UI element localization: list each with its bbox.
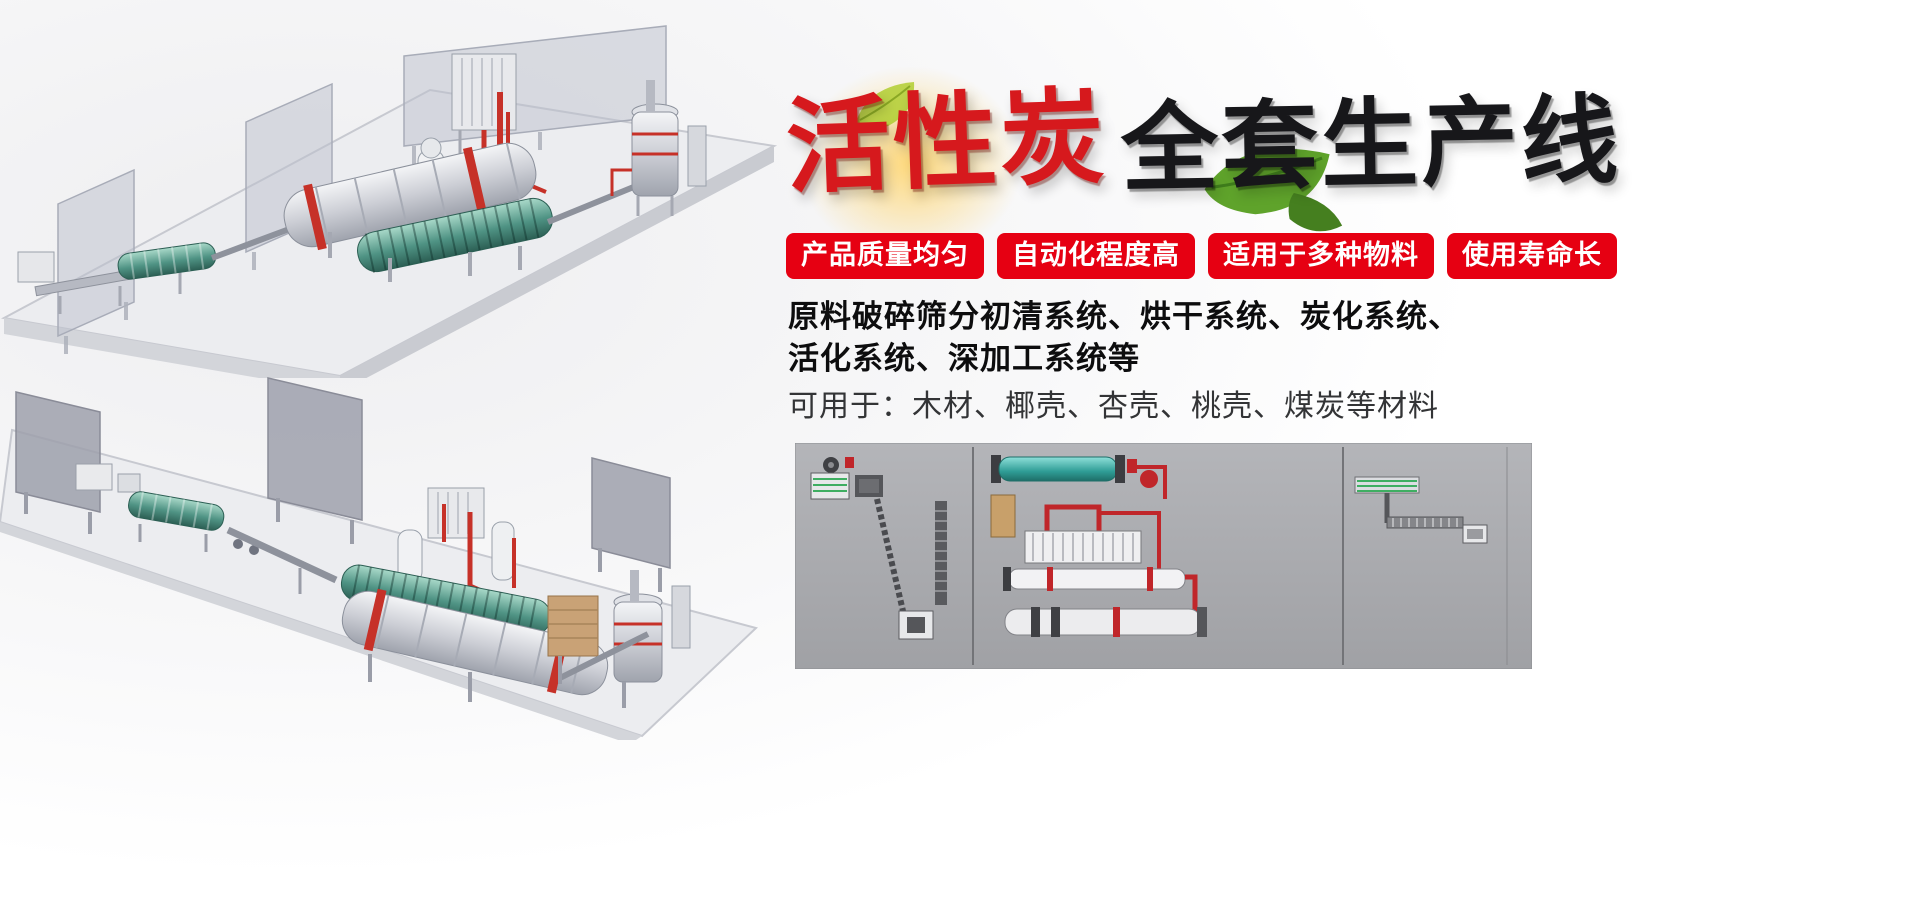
description-line-2: 活化系统、深加工系统等: [788, 341, 1140, 377]
badge-lifespan: 使用寿命长: [1447, 233, 1617, 279]
production-line-3d-bottom-illustration: [0, 377, 758, 740]
description-line-3: 可用于：木材、椰壳、杏壳、桃壳、煤炭等材料: [788, 389, 1439, 424]
badge-product-quality: 产品质量均匀: [786, 233, 984, 279]
title-red-text: 活性炭: [783, 75, 1110, 209]
badge-materials: 适用于多种物料: [1208, 233, 1434, 279]
production-line-layout-schematic: [795, 443, 1532, 669]
title-black-text: 全套生产线: [1120, 83, 1622, 206]
production-line-3d-render-top: [0, 0, 780, 378]
layout-schematic-illustration: [795, 443, 1532, 669]
feature-badges: 产品质量均匀 自动化程度高 适用于多种物料 使用寿命长: [786, 233, 1617, 279]
description-block: 原料破碎筛分初清系统、烘干系统、炭化系统、 活化系统、深加工系统等 可用于：木材…: [788, 296, 1460, 429]
production-line-3d-render-bottom: [0, 372, 770, 740]
badge-automation: 自动化程度高: [997, 233, 1195, 279]
main-title: 活性炭 全套生产线: [784, 75, 1622, 208]
production-line-3d-top-illustration: [0, 25, 778, 378]
description-line-1: 原料破碎筛分初清系统、烘干系统、炭化系统、: [788, 299, 1460, 335]
